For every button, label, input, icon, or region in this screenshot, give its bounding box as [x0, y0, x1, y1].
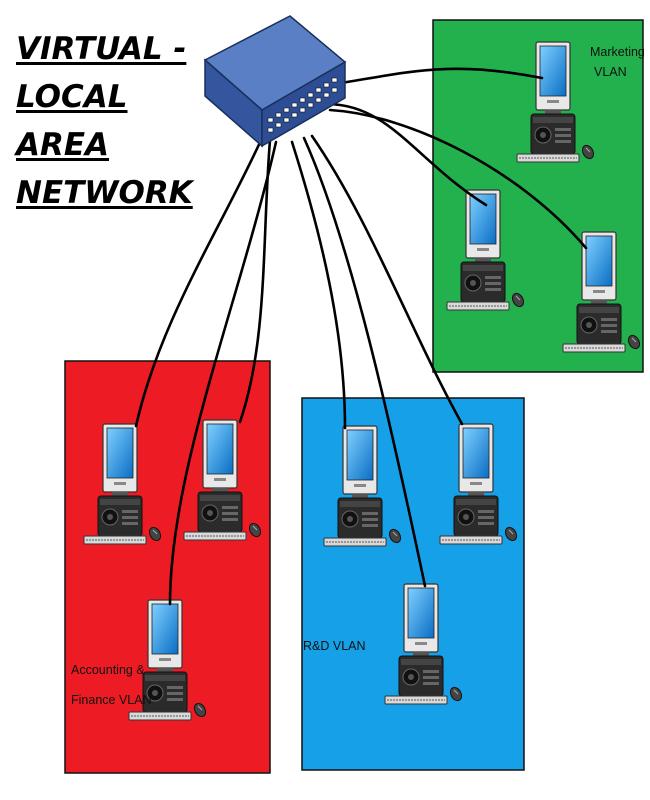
title-line-2: LOCAL	[16, 79, 128, 115]
accounting-vlan-label-line2: Finance VLAN	[71, 693, 152, 707]
rnd-vlan-label: R&D VLAN	[303, 639, 366, 653]
network-cables	[134, 67, 588, 606]
title-line-4: NETWORK	[16, 175, 193, 211]
title-line-1: VIRTUAL -	[16, 31, 187, 67]
network-switch-icon	[203, 15, 347, 148]
marketing-vlan-label-line1: Marketing	[590, 45, 645, 59]
accounting-vlan-label-line1: Accounting &	[71, 663, 145, 677]
marketing-vlan-label-line2: VLAN	[594, 65, 627, 79]
title-line-3: AREA	[16, 127, 110, 163]
